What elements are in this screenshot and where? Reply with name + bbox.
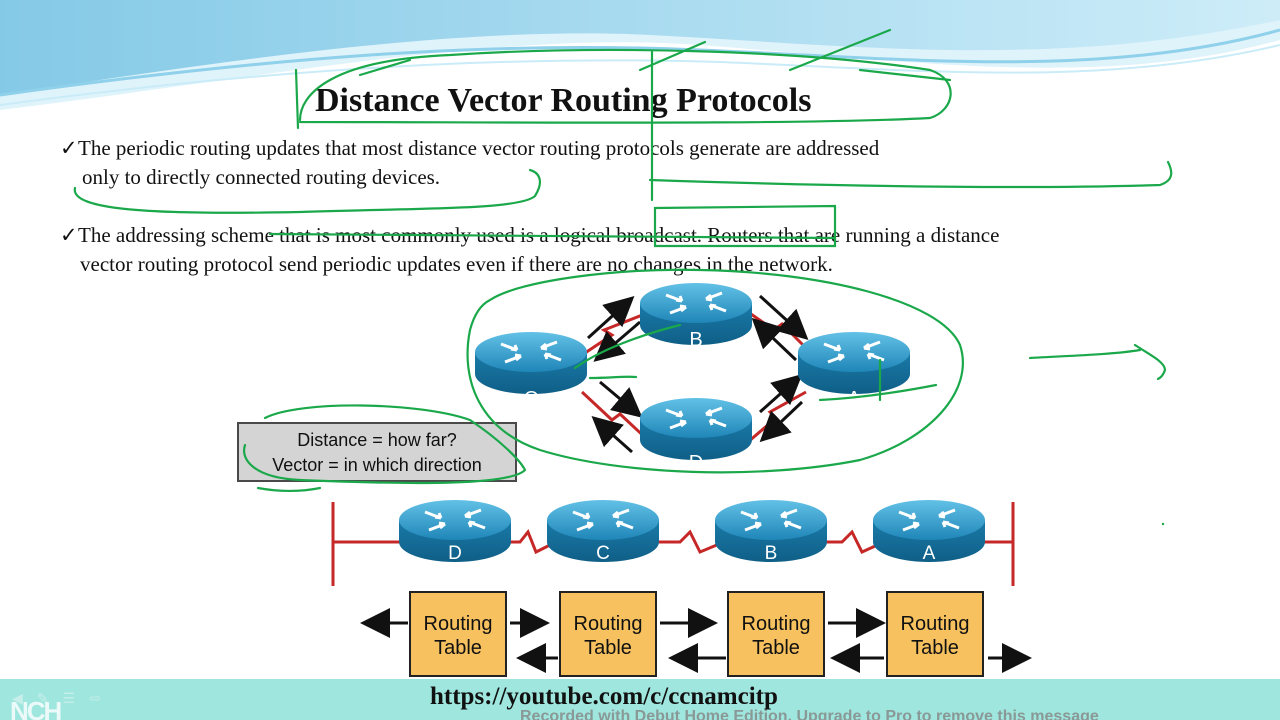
routing-table-label: Routing	[573, 613, 643, 635]
routing-table-label: Table	[434, 637, 482, 659]
menu-icon[interactable]: ☰	[62, 692, 76, 707]
row-network-lines	[331, 502, 1015, 586]
checkmark-icon: ✓	[60, 223, 78, 247]
next-icon[interactable]: ⇨	[89, 692, 101, 707]
router-label: C	[524, 388, 538, 410]
bullet-text-line: The periodic routing updates that most d…	[78, 136, 880, 160]
router-ring	[796, 330, 912, 396]
routing-table-label: Table	[584, 637, 632, 659]
routing-table-label: Routing	[900, 613, 970, 635]
prev-icon[interactable]: ◀	[12, 692, 23, 707]
slide-nav-icons: ◀ ✎ ☰ ⇨	[12, 690, 132, 708]
routing-table-label: Table	[752, 637, 800, 659]
nch-logo: NCH	[10, 696, 62, 720]
router-label: A	[923, 543, 936, 564]
recording-watermark: Recorded with Debut Home Edition. Upgrad…	[520, 708, 1099, 720]
pen-icon[interactable]: ✎	[36, 692, 49, 707]
router-label: D	[689, 452, 703, 474]
routing-table-label: Routing	[741, 613, 811, 635]
legend-distance: Distance = how far?	[297, 430, 457, 450]
router-ring	[638, 396, 754, 462]
router-label: B	[765, 543, 778, 564]
router-label: C	[596, 543, 610, 564]
youtube-channel-link[interactable]: https://youtube.com/c/ccnamcitp	[430, 683, 778, 710]
legend-vector: Vector = in which direction	[272, 455, 482, 475]
legend-box: Distance = how far? Vector = in which di…	[237, 422, 517, 482]
router-ring	[473, 330, 589, 396]
router-label: D	[448, 543, 462, 564]
footer-bar	[0, 679, 1280, 720]
router-label: A	[847, 388, 861, 410]
routing-table-box: Routing Table	[559, 591, 657, 677]
table-exchange-arrows	[360, 608, 1032, 673]
routing-table-box: Routing Table	[727, 591, 825, 677]
routing-table-box: Routing Table	[409, 591, 507, 677]
routing-table-box: Routing Table	[886, 591, 984, 677]
routing-table-label: Table	[911, 637, 959, 659]
checkmark-icon: ✓	[60, 136, 78, 160]
routing-table-label: Routing	[423, 613, 493, 635]
router-label: B	[689, 329, 702, 351]
